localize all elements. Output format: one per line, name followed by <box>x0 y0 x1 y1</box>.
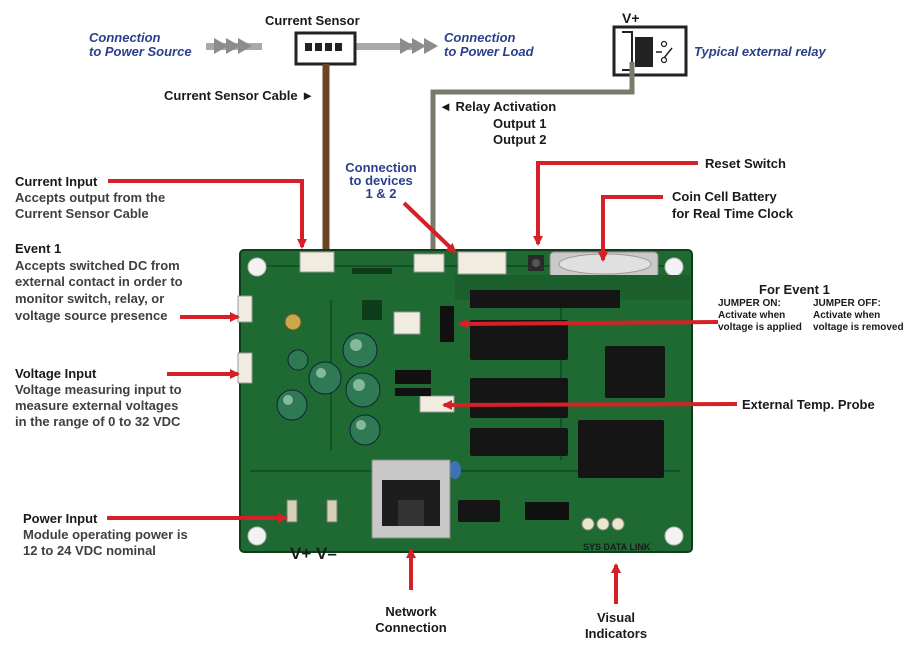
relay-output2-label: Output 2 <box>493 132 547 147</box>
current-input-desc-1: Accepts output from the <box>15 190 166 205</box>
current-input-desc-2: Current Sensor Cable <box>15 206 149 221</box>
relay-activation-label: ◄ Relay Activation <box>439 99 557 114</box>
current-sensor-box <box>294 31 357 66</box>
power-load-label-2: to Power Load <box>444 44 534 59</box>
power-load-label-1: Connection <box>444 30 516 45</box>
network-label-2: Connection <box>375 620 447 635</box>
vplus-vminus-label: V+ V– <box>290 544 337 563</box>
visual-label-1: Visual <box>596 610 636 625</box>
jumper-on-desc-1: Activate when <box>718 310 786 321</box>
jumper-off-desc-2: voltage is removed <box>813 322 904 333</box>
coin-cell-label-2: for Real Time Clock <box>672 206 794 221</box>
sys-data-link-label: SYS DATA LINK <box>583 542 651 552</box>
voltage-input-title: Voltage Input <box>15 366 97 381</box>
power-line <box>206 38 438 54</box>
voltage-input-desc-2: measure external voltages <box>15 398 179 413</box>
network-label-1: Network <box>385 604 437 619</box>
voltage-input-desc-1: Voltage measuring input to <box>15 382 182 397</box>
event1-desc-1: Accepts switched DC from <box>15 258 180 273</box>
event1-desc-3: monitor switch, relay, or <box>15 291 165 306</box>
coin-cell-label-1: Coin Cell Battery <box>672 189 777 204</box>
power-source-label-2: to Power Source <box>89 44 192 59</box>
devices-label-1: Connection <box>345 160 417 175</box>
for-event1-title: For Event 1 <box>759 282 830 297</box>
reset-switch-label: Reset Switch <box>705 156 786 171</box>
relay-output1-label: Output 1 <box>493 116 547 131</box>
event1-desc-4: voltage source presence <box>15 308 168 323</box>
devices-label-3: 1 & 2 <box>365 186 397 201</box>
power-source-label-1: Connection <box>89 30 161 45</box>
circuit-board <box>237 249 693 553</box>
jumper-on-desc-2: voltage is applied <box>718 322 802 333</box>
jumper-off-title: JUMPER OFF: <box>813 298 881 309</box>
vplus-relay-label: V+ <box>622 10 640 26</box>
ext-temp-label: External Temp. Probe <box>742 397 875 412</box>
sensor-cable-label: Current Sensor Cable ► <box>164 88 315 103</box>
event1-desc-2: external contact in order to <box>15 274 183 289</box>
devices-label-2: to devices <box>349 173 413 188</box>
jumper-on-title: JUMPER ON: <box>718 298 781 309</box>
current-input-title: Current Input <box>15 174 98 189</box>
power-input-desc-2: 12 to 24 VDC nominal <box>23 543 156 558</box>
event1-title: Event 1 <box>15 241 62 256</box>
visual-label-2: Indicators <box>584 626 648 641</box>
current-sensor-label: Current Sensor <box>265 13 360 28</box>
jumper-off-desc-1: Activate when <box>813 310 881 321</box>
voltage-input-desc-3: in the range of 0 to 32 VDC <box>15 414 181 429</box>
power-input-title: Power Input <box>23 511 98 526</box>
power-input-desc-1: Module operating power is <box>23 527 188 542</box>
typical-relay-label: Typical external relay <box>694 44 826 59</box>
external-relay <box>612 25 688 77</box>
red-arrows <box>107 161 738 604</box>
